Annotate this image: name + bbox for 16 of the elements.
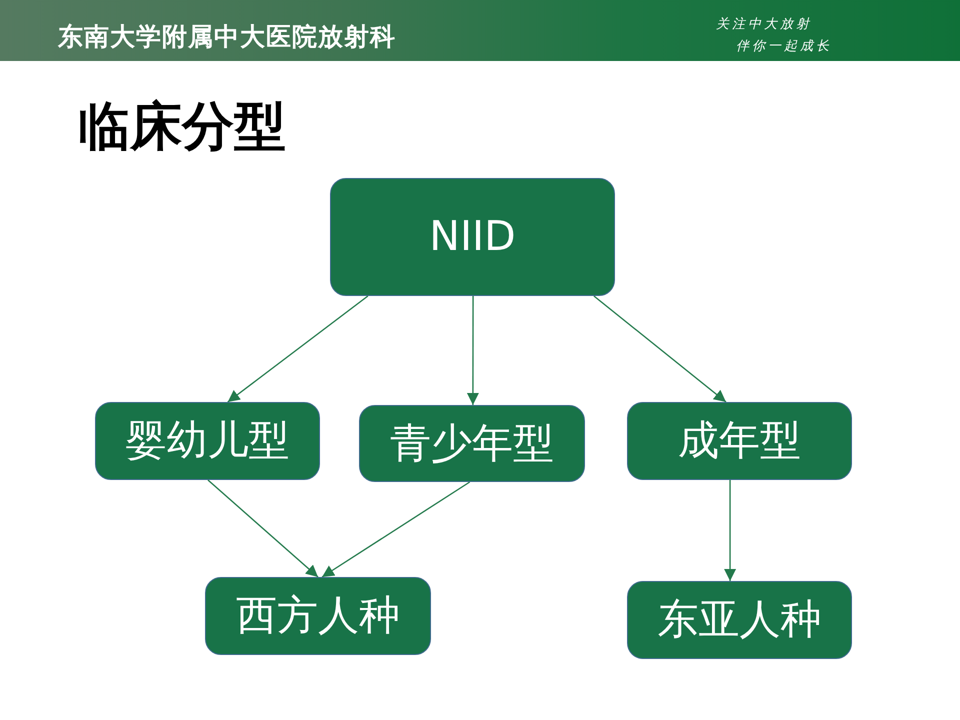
header-text: 东南大学附属中大医院放射科: [58, 21, 396, 53]
category-box: 东亚人种: [627, 581, 852, 659]
root-box: NIID: [330, 178, 615, 296]
arrow: [466, 296, 479, 405]
category-box: 青少年型: [359, 405, 585, 482]
arrow: [322, 481, 470, 578]
slogan-text: 关注中大放射: [716, 16, 812, 33]
category-box: 西方人种: [205, 577, 431, 655]
arrow: [724, 480, 736, 581]
category-box: 成年型: [627, 402, 852, 480]
arrow: [227, 295, 368, 403]
slide-title: 临床分型: [78, 96, 286, 158]
category-box: 婴幼儿型: [95, 402, 320, 480]
slogan-text: 伴你一起成长: [736, 38, 832, 55]
arrow: [208, 480, 318, 578]
arrow: [594, 296, 726, 402]
